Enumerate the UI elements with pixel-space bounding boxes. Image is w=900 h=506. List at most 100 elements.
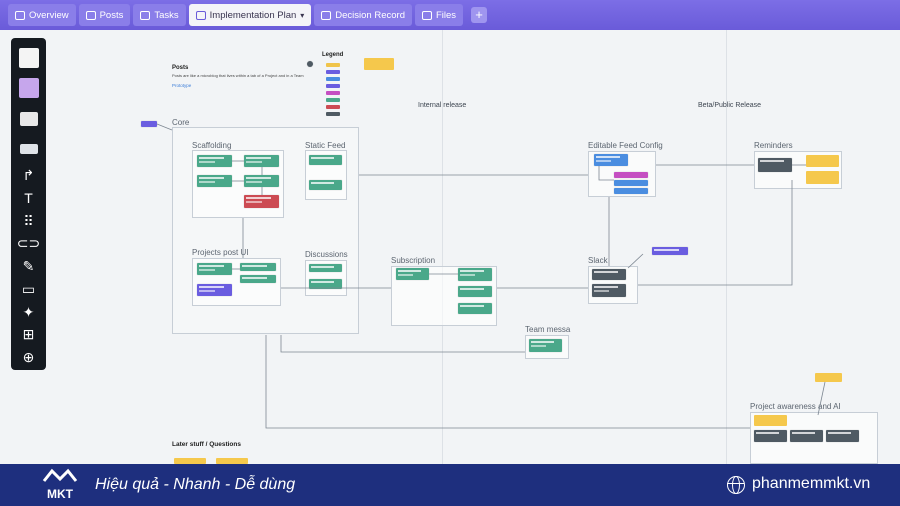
legend-swatch [326, 105, 340, 109]
task-card[interactable] [529, 339, 562, 352]
task-card[interactable] [396, 268, 429, 280]
sticky-note[interactable] [364, 58, 394, 70]
frame-title: Discussions [305, 250, 348, 259]
hierarchy-icon [195, 10, 206, 20]
tab-files[interactable]: Files [414, 4, 464, 26]
tab-label: Implementation Plan [209, 9, 297, 21]
task-card[interactable] [240, 263, 276, 271]
checkbox-icon [321, 10, 332, 20]
later-stuff-heading: Later stuff / Questions [172, 441, 241, 448]
posts-description: Posts are like a microblog that lives wi… [172, 73, 304, 78]
avatar[interactable] [307, 61, 313, 67]
label-tag[interactable] [141, 121, 157, 127]
task-card[interactable] [197, 155, 232, 167]
sticky-note[interactable] [216, 458, 248, 464]
task-card[interactable] [458, 303, 492, 314]
tab-label: Overview [29, 9, 69, 21]
column-divider [726, 30, 727, 464]
posts-heading: Posts [172, 65, 189, 71]
layout-icon[interactable]: ⊞ [22, 326, 35, 343]
task-card[interactable] [592, 269, 626, 280]
connector-lines [156, 123, 826, 429]
sticky-note[interactable] [815, 373, 842, 382]
task-card[interactable] [240, 275, 276, 283]
frame-title: Scaffolding [192, 141, 232, 150]
task-card[interactable] [244, 175, 279, 187]
tab-label: Tasks [154, 9, 179, 21]
frame-title: Slack [588, 256, 608, 265]
frame-title: Static Feed [305, 141, 346, 150]
column-heading-beta: Beta/Public Release [698, 102, 762, 109]
chevron-down-icon[interactable]: ▾ [300, 10, 305, 20]
legend-swatch [326, 63, 340, 67]
grid-icon[interactable]: ⠿ [23, 212, 34, 229]
frame-title: Team messa [525, 325, 571, 334]
prototype-link[interactable]: Prototype [172, 83, 192, 88]
task-card[interactable] [197, 284, 232, 296]
tools-toolbar: ↱ T ⠿ ⊂⊃ ✎ ▭ ✦ ⊞ ⊕ [11, 38, 46, 370]
frame-title: Project awareness and AI [750, 402, 841, 411]
tab-label: Decision Record [335, 9, 405, 21]
task-card[interactable] [244, 195, 279, 208]
template-tool[interactable] [16, 135, 42, 163]
task-card[interactable] [594, 154, 628, 166]
globe-icon [727, 476, 745, 494]
task-card[interactable] [790, 430, 823, 442]
legend-swatch [326, 112, 340, 116]
overview-icon [15, 10, 25, 20]
task-card[interactable] [614, 172, 648, 178]
task-card[interactable] [309, 180, 342, 190]
sticky-note[interactable] [754, 415, 787, 426]
sticky-note-tool[interactable] [16, 44, 42, 72]
legend-swatch [326, 70, 340, 74]
whiteboard-canvas[interactable]: Internal release Beta/Public Release Pos… [0, 30, 900, 464]
task-card[interactable] [758, 158, 792, 172]
tab-label: Posts [99, 9, 124, 21]
task-card[interactable] [614, 188, 648, 194]
task-card[interactable] [309, 155, 342, 165]
svg-text:MKT: MKT [47, 487, 74, 501]
task-card[interactable] [197, 175, 232, 187]
legend-swatch [326, 77, 340, 81]
task-card[interactable] [458, 268, 492, 281]
task-card[interactable] [592, 284, 626, 297]
ai-sparkle-icon[interactable]: ✦ [22, 303, 35, 320]
task-card[interactable] [309, 264, 342, 272]
connector-arrow-icon[interactable]: ↱ [22, 167, 35, 184]
tab-implementation-plan[interactable]: Implementation Plan▾ [188, 4, 312, 26]
link-icon[interactable]: ⊂⊃ [16, 235, 41, 252]
website-link[interactable]: phanmemmkt.vn [752, 475, 871, 492]
task-card[interactable] [458, 286, 492, 297]
task-card[interactable] [614, 180, 648, 186]
task-card[interactable] [754, 430, 787, 442]
tab-decision-record[interactable]: Decision Record [314, 4, 412, 26]
frame-icon[interactable]: ▭ [21, 280, 36, 297]
tab-overview[interactable]: Overview [8, 4, 76, 26]
chat-icon [85, 10, 96, 20]
tab-bar: Overview Posts Tasks Implementation Plan… [0, 0, 900, 30]
tab-label: Files [435, 9, 457, 21]
task-card[interactable] [826, 430, 859, 442]
sticky-note[interactable] [806, 171, 839, 184]
slogan-text: Hiệu quả - Nhanh - Dễ dùng [95, 476, 296, 493]
column-divider [442, 30, 443, 464]
add-tab-button[interactable]: + [471, 7, 488, 23]
label-tag[interactable] [652, 247, 688, 255]
card-tool[interactable] [16, 74, 42, 102]
column-heading-internal: Internal release [418, 102, 467, 109]
tab-posts[interactable]: Posts [78, 4, 131, 26]
text-tool-icon[interactable]: T [24, 190, 33, 207]
sticky-note[interactable] [174, 458, 206, 464]
frame-title: Editable Feed Config [588, 141, 663, 150]
task-card[interactable] [309, 279, 342, 289]
task-card[interactable] [197, 263, 232, 275]
add-icon[interactable]: ⊕ [22, 349, 35, 366]
kanban-icon [140, 10, 151, 20]
shapes-tool[interactable] [16, 105, 42, 133]
sticky-note[interactable] [806, 155, 839, 167]
task-card[interactable] [244, 155, 279, 167]
tab-tasks[interactable]: Tasks [133, 4, 186, 26]
folder-icon [421, 10, 432, 20]
pen-icon[interactable]: ✎ [22, 258, 35, 275]
